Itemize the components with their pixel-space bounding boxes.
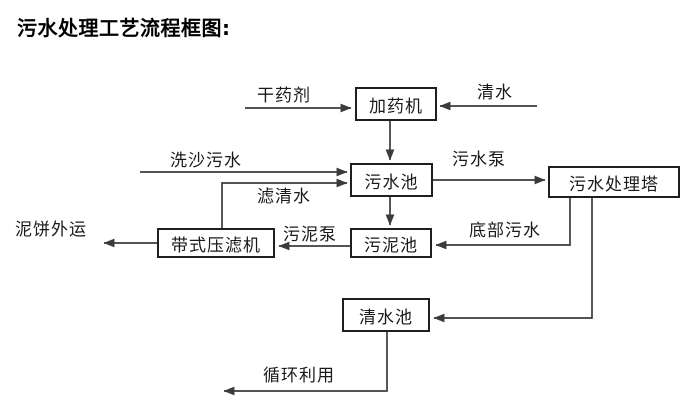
node-clean-water-pool-label: 清水池 bbox=[359, 307, 413, 328]
node-treatment-tower-label: 污水处理塔 bbox=[569, 174, 659, 195]
node-belt-filter-press: 带式压滤机 bbox=[157, 228, 275, 258]
node-dosing-machine-label: 加药机 bbox=[369, 96, 423, 117]
node-dosing-machine: 加药机 bbox=[355, 87, 437, 121]
edge-label-filtered-water: 滤清水 bbox=[257, 187, 311, 207]
edge-label-bottom-sewage: 底部污水 bbox=[469, 221, 541, 241]
node-clean-water-pool: 清水池 bbox=[342, 298, 430, 332]
edge-label-dry-agent: 干药剂 bbox=[257, 86, 311, 106]
edge-filtered-water-to-sewage-pool bbox=[221, 178, 348, 228]
edge-tower-to-clean-water-pool bbox=[433, 198, 593, 323]
node-sewage-pool: 污水池 bbox=[350, 163, 433, 197]
edge-recycle-use bbox=[223, 332, 388, 396]
node-treatment-tower: 污水处理塔 bbox=[548, 166, 680, 198]
edge-label-sand-washing-sewage: 洗沙污水 bbox=[170, 151, 242, 171]
edge-label-mud-cake-out: 泥饼外运 bbox=[15, 220, 87, 240]
edge-label-clean-water: 清水 bbox=[477, 83, 513, 103]
edge-bottom-sewage-to-sludge-pool bbox=[435, 198, 571, 250]
edge-label-recycle-use: 循环利用 bbox=[263, 366, 335, 386]
node-sewage-pool-label: 污水池 bbox=[364, 172, 419, 193]
node-belt-filter-press-label: 带式压滤机 bbox=[171, 235, 261, 256]
diagram-title: 污水处理工艺流程框图: bbox=[17, 16, 231, 40]
edge-label-sludge-pump: 污泥泵 bbox=[283, 225, 337, 245]
node-sludge-pool-label: 污泥池 bbox=[364, 235, 418, 256]
node-sludge-pool: 污泥池 bbox=[350, 228, 432, 258]
edge-label-sewage-pump: 污水泵 bbox=[452, 150, 506, 170]
